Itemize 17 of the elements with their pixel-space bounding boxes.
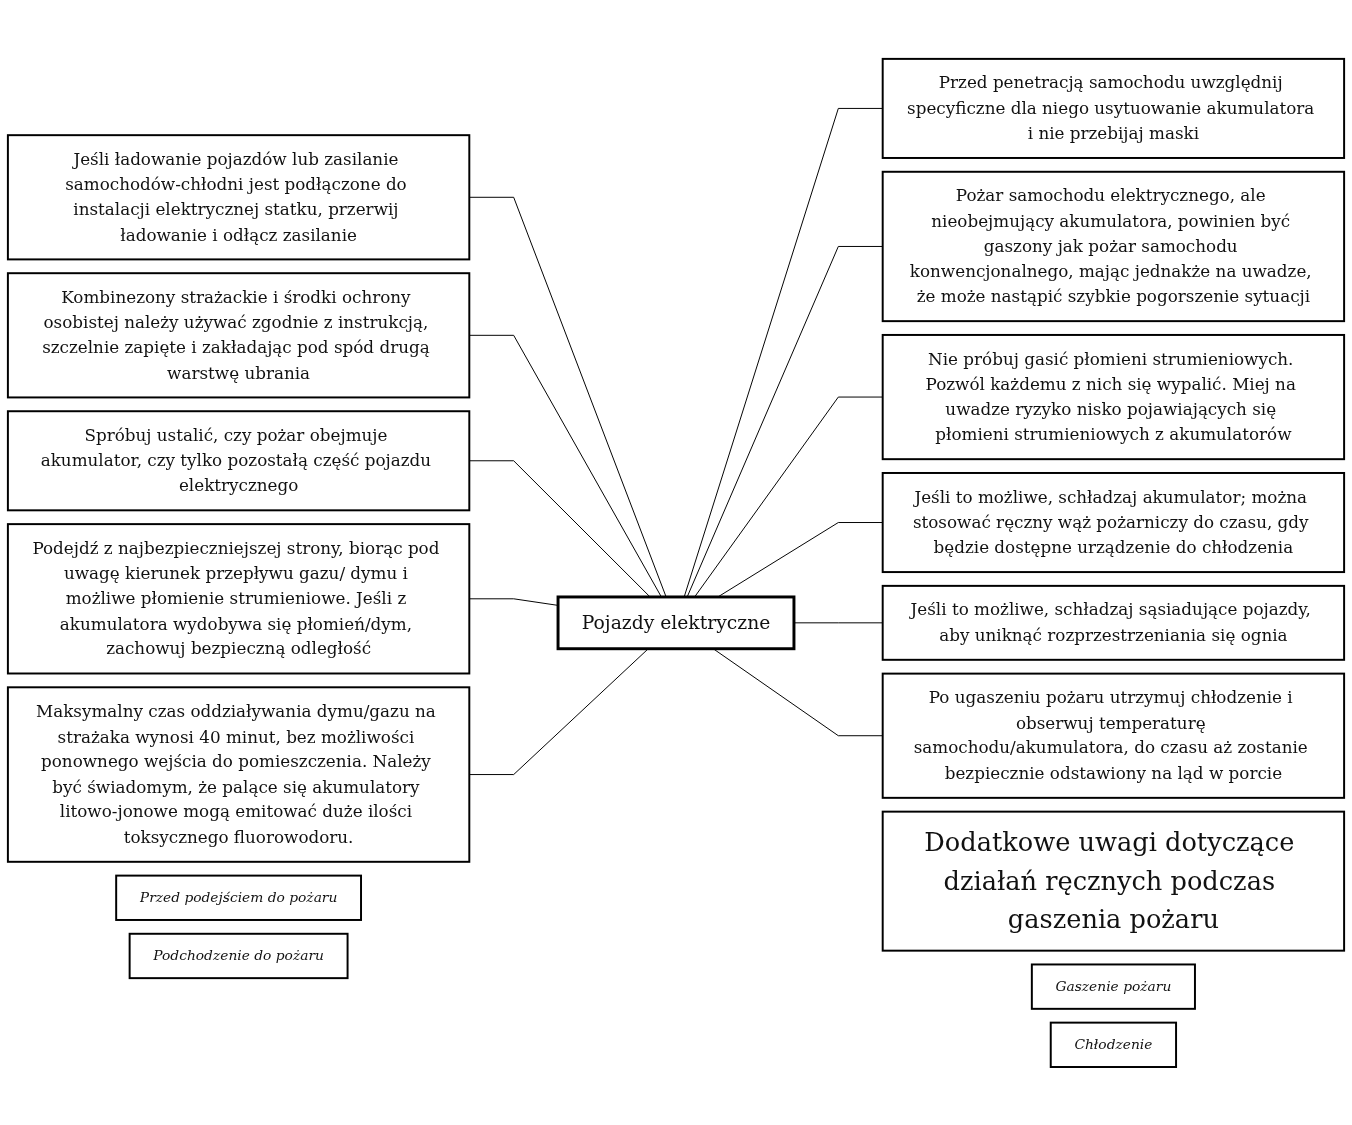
- node-box: Jeśli ładowanie pojazdów lub zasilanie samochodów-chłodni jest podłączone do instalacji elektrycznej statku, przerwij ładowanie i odłącz zasilanie: [6, 133, 471, 260]
- node-box: Przed podejściem do pożaru: [115, 874, 362, 921]
- node-box: Spróbuj ustalić, czy pożar obejmuje akumulator, czy tylko pozostałą część pojazdu elektrycznego: [6, 409, 471, 511]
- node-box: Przed penetracją samochodu uwzględnij specyficzne dla niego usytuowanie akumulatora i nie przebijaj maski: [881, 57, 1346, 159]
- node-box: Dodatkowe uwagi dotyczące działań ręcznych podczas gaszenia pożaru: [881, 810, 1346, 952]
- node-box: Podejdź z najbezpieczniejszej strony, biorąc pod uwagę kierunek przepływu gazu/ dymu i możliwe płomienie strumieniowe. Jeśli z akumulatora wydobywa się płomień/dym, zachowuj bezpieczną odległość: [6, 522, 471, 675]
- node-box: Kombinezony strażackie i środki ochrony osobistej należy używać zgodnie z instrukcją, szczelnie zapięte i zakładając pod spód drugą warstwę ubrania: [6, 271, 471, 398]
- node-box: Podchodzenie do pożaru: [128, 932, 349, 979]
- node-box: Pożar samochodu elektrycznego, ale nieobejmujący akumulatora, powinien być gaszony jak pożar samochodu konwencjonalnego, mając jednakże na uwadze, że może nastąpić szybkie pogorszenie sytuacji: [881, 170, 1346, 322]
- node-box: Nie próbuj gasić płomieni strumieniowych. Pozwól każdemu z nich się wypalić. Miej na uwadze ryzyko nisko pojawiających się płomieni strumieniowych z akumulatorów: [881, 333, 1346, 460]
- node-box: Chłodzenie: [1049, 1021, 1178, 1068]
- node-box: Jeśli to możliwe, schładzaj akumulator; można stosować ręczny wąż pożarniczy do czasu, gdy będzie dostępne urządzenie do chłodzenia: [881, 471, 1346, 573]
- node-box: Gaszenie pożaru: [1030, 963, 1196, 1010]
- node-box: Po ugaszeniu pożaru utrzymuj chłodzenie i obserwuj temperaturę samochodu/akumulatora, do czasu aż zostanie bezpiecznie odstawiony na ląd w porcie: [881, 672, 1346, 799]
- node-box: Pojazdy elektryczne: [556, 595, 796, 650]
- node-box: Jeśli to możliwe, schładzaj sąsiadujące pojazdy, aby uniknąć rozprzestrzeniania się ognia: [881, 584, 1346, 661]
- node-box: Maksymalny czas oddziaływania dymu/gazu na strażaka wynosi 40 minut, bez możliwości ponownego wejścia do pomieszczenia. Należy być świadomym, że palące się akumulatory litowo-jonowe mogą emitować duże ilości toksycznego fluorowodoru.: [6, 685, 471, 863]
